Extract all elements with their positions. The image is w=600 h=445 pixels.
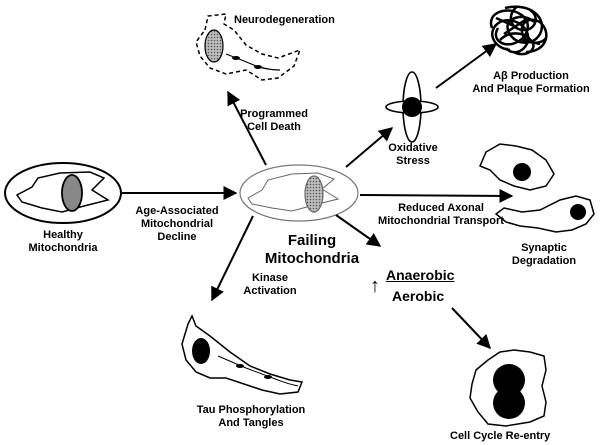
- aerobic-label: Aerobic: [392, 288, 445, 304]
- neurodegeneration-cell-graphic: [195, 13, 302, 81]
- anaerobic-label: Anaerobic: [386, 267, 455, 283]
- synaptic-cells-graphic: [479, 143, 595, 233]
- kinase-label: Kinase Activation: [243, 272, 297, 297]
- programmed-death-label: Programmed Cell Death: [240, 108, 308, 133]
- arrows: [122, 43, 514, 350]
- healthy-mitochondria-graphic: [4, 162, 122, 224]
- cell-cycle-graphic: [469, 349, 547, 427]
- arrow-cell-cycle: [451, 307, 491, 350]
- tau-cell-graphic: [181, 314, 304, 395]
- age-decline-label: Age-Associated Mitochondrial Decline: [135, 205, 219, 243]
- cell-cycle-label: Cell Cycle Re-entry: [450, 430, 551, 442]
- arrow-axonal-transport: [359, 188, 514, 203]
- failing-mitochondria-graphic: [239, 164, 359, 222]
- abeta-label: Aβ Production And Plaque Formation: [472, 70, 590, 95]
- axonal-transport-label: Reduced Axonal Mitochondrial Transport: [378, 202, 504, 227]
- oxidative-stress-graphic: [385, 71, 439, 143]
- arrow-kinase: [211, 215, 254, 302]
- arrow-programmed-death: [227, 90, 267, 166]
- healthy-mitochondria-label: Healthy Mitochondria: [28, 229, 98, 254]
- neurodegeneration-label: Neurodegeneration: [234, 14, 335, 26]
- arrow-oxidative-to-plaque: [435, 43, 498, 89]
- oxidative-stress-label: Oxidative Stress: [388, 142, 438, 167]
- up-arrow-label: ↑: [370, 275, 380, 297]
- tau-label: Tau Phosphorylation And Tangles: [196, 404, 306, 429]
- arrow-anaerobic: [335, 214, 382, 247]
- failing-mitochondria-label: Failing Mitochondria: [264, 232, 360, 267]
- synaptic-degradation-label: Synaptic Degradation: [511, 242, 577, 267]
- arrow-oxidative-stress: [345, 127, 394, 168]
- plaque-graphic: [489, 4, 548, 56]
